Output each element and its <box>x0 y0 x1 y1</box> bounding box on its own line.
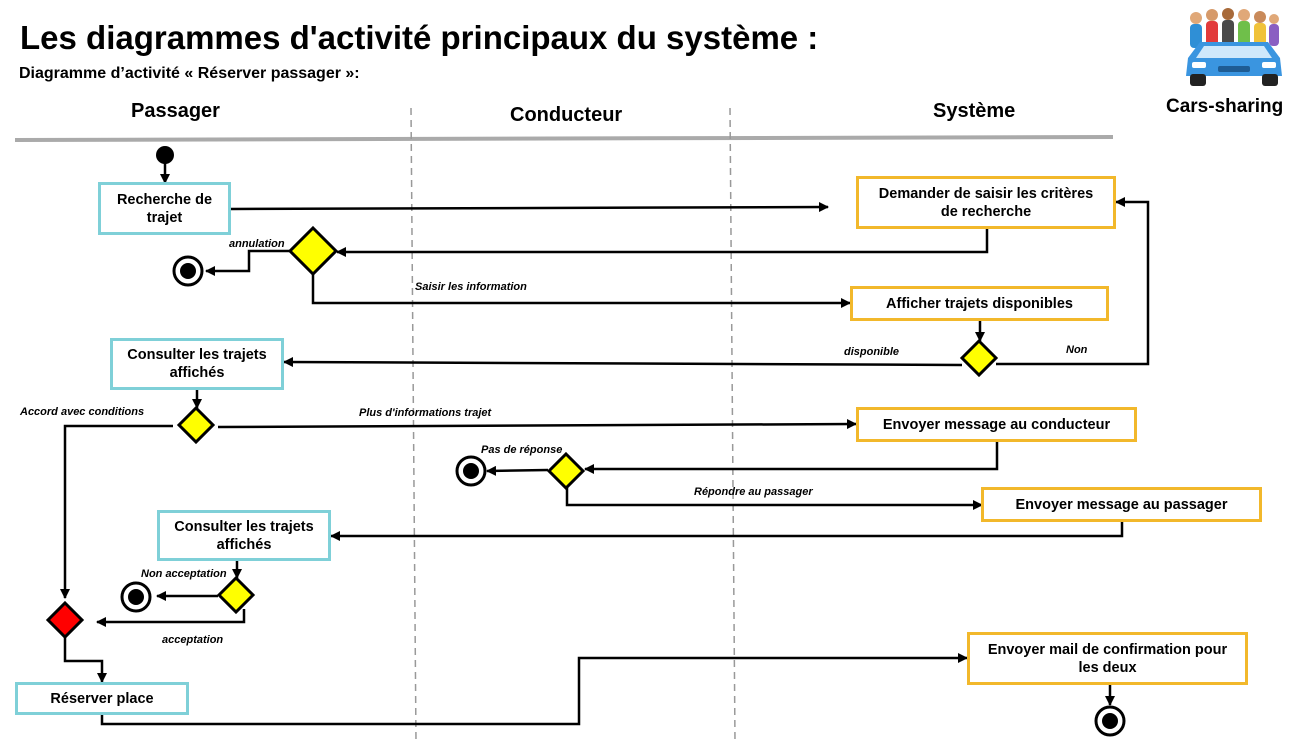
flow-conducteur-d4 <box>584 441 999 474</box>
lane-header-systeme: Système <box>933 100 1016 122</box>
flow-d4-envoyer-passager <box>565 487 983 510</box>
page-title: Les diagrammes d'activité principaux du … <box>20 19 819 56</box>
flow-d4-final <box>486 465 549 476</box>
flow-demander-d1 <box>336 228 989 257</box>
activity-demander-criteres: Demander de saisir les critères de reche… <box>856 176 1116 229</box>
activity-consulter-trajets-2: Consulter les trajets affichés <box>157 510 331 561</box>
edge-label-saisir-information: Saisir les information <box>415 281 527 293</box>
flow-reserver-mail <box>100 653 968 726</box>
activity-envoyer-message-passager: Envoyer message au passager <box>981 487 1262 522</box>
edge-label-repondre-passager: Répondre au passager <box>694 486 813 498</box>
activity-recherche-trajet: Recherche de trajet <box>98 182 231 235</box>
activity-afficher-trajets: Afficher trajets disponibles <box>850 286 1109 321</box>
decision-node <box>216 575 256 615</box>
activity-consulter-trajets-1: Consulter les trajets affichés <box>110 338 284 390</box>
initial-node <box>156 146 174 164</box>
decision-node <box>959 338 999 378</box>
edge-label-disponible: disponible <box>844 346 899 358</box>
flow-passager-consulter2 <box>330 521 1124 541</box>
lane-header-conducteur: Conducteur <box>510 104 623 126</box>
activity-envoyer-mail-confirmation: Envoyer mail de confirmation pour les de… <box>967 632 1248 685</box>
final-node <box>455 455 487 487</box>
decision-node <box>176 405 216 445</box>
flow-d5-merge <box>96 609 246 627</box>
edge-label-plus-informations: Plus d'informations trajet <box>359 407 492 419</box>
flow-d2-consulter <box>283 357 963 368</box>
flow-d1-afficher <box>311 274 851 308</box>
decision-node <box>287 225 339 277</box>
edge-label-non: Non <box>1066 344 1088 356</box>
activity-envoyer-message-conducteur: Envoyer message au conducteur <box>856 407 1137 442</box>
decision-node <box>546 451 586 491</box>
flow-recherche-demander <box>229 202 829 213</box>
flow-d2-demander <box>996 197 1150 366</box>
diagram-subtitle: Diagramme d’activité « Réserver passager… <box>19 65 360 82</box>
edge-label-non-acceptation: Non acceptation <box>141 568 227 580</box>
edge-label-pas-de-reponse: Pas de réponse <box>481 444 563 456</box>
final-node <box>120 581 152 613</box>
flow-d3-envoyer-conducteur <box>217 419 857 430</box>
edge-label-accord-conditions: Accord avec conditions <box>20 406 145 418</box>
header-separator <box>14 135 1114 142</box>
merge-node <box>45 600 85 640</box>
final-node <box>172 255 204 287</box>
lane-header-passager: Passager <box>131 100 220 122</box>
flow-d1-final <box>205 249 291 276</box>
activity-reserver-place: Réserver place <box>15 682 189 715</box>
flow-d3-merge <box>60 424 173 599</box>
edge-label-acceptation: acceptation <box>162 634 224 646</box>
edge-label-annulation: annulation <box>229 238 285 250</box>
brand-label: Cars-sharing <box>1166 96 1284 117</box>
flow-merge-reserver <box>63 636 107 683</box>
final-node <box>1094 705 1126 737</box>
people-car-icon <box>1186 8 1282 86</box>
